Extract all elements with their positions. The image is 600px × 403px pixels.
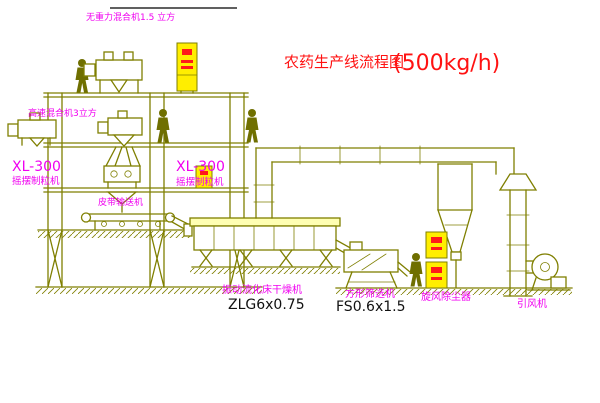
belt-conveyor [80,212,193,232]
label-dryer-name: 振动流化床干燥机 [222,283,302,296]
label-belt-conveyor: 皮带输送机 [98,196,143,208]
square-sieve [343,241,411,289]
high-speed-mixer [7,112,57,147]
ground-left [35,286,263,294]
worker-figure [409,253,423,287]
label-gravity-mixer: 无重力混合机1.5 立方 [86,11,175,23]
worker-figure [156,109,170,143]
diagram-title-capacity: (500kg/h) [393,51,500,76]
gravity-mixer [83,51,143,94]
control-cabinet-right [425,231,448,289]
fluid-bed-dryer [183,217,355,274]
induced-draft-fan [525,253,571,291]
label-granulator-left-model: XL-300 [12,159,61,175]
label-cyclone: 旋风除尘器 [421,290,471,303]
diagram-title: 农药生产线流程图 [284,53,404,71]
aux-control-box [195,165,213,189]
exhaust-stack [498,173,538,297]
label-dryer-model: ZLG6x0.75 [228,297,305,313]
label-high-speed-mixer: 高速混合机3立方 [28,107,97,119]
label-granulator-mid-model: XL-300 [176,159,225,175]
label-sieve-model: FS0.6x1.5 [336,299,406,315]
oscillating-granulator [103,165,141,213]
label-granulator-mid-name: 摇摆制粒机 [176,176,224,188]
building-frame [43,92,249,288]
mezzanine-floor [37,229,191,238]
exhaust-duct [253,145,515,219]
label-sieve-name: 方形筛选机 [345,287,395,300]
label-granulator-left-name: 摇摆制粒机 [12,175,60,187]
worker-figure [245,109,259,143]
label-fan: 引风机 [517,297,547,310]
feed-mixer [97,110,143,167]
control-cabinet-top [176,42,198,94]
